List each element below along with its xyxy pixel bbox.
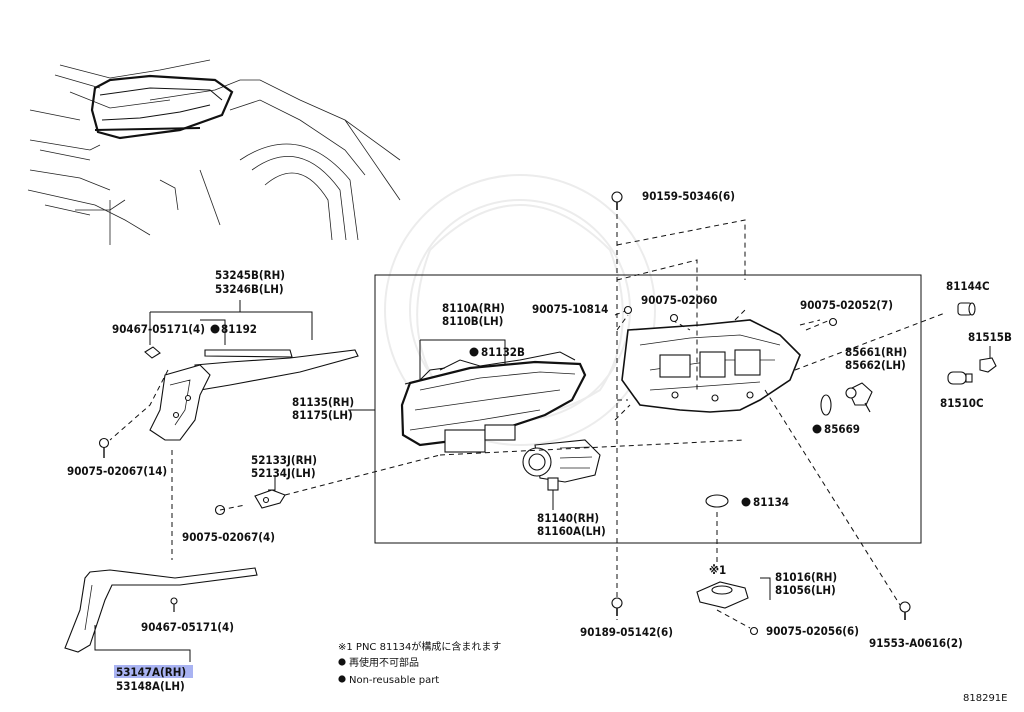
label-90075-02060[interactable]: 90075-02060 [641,293,717,307]
label-81016[interactable]: 81016(RH) [775,570,837,584]
ballast-81016 [696,577,771,609]
legend-nonreusable-jp: 再使用不可部品 [349,656,419,669]
label-81144c[interactable]: 81144C [946,279,990,293]
label-81134[interactable]: 81134 [753,495,789,509]
label-81175[interactable]: 81175(LH) [292,408,353,422]
label-90189[interactable]: 90189-05142(6) [580,625,673,639]
label-85661[interactable]: 85661(RH) [845,345,907,359]
screws [611,191,911,636]
label-81056[interactable]: 81056(LH) [775,583,836,597]
bracket-53245b-group [98,300,359,560]
label-81132b[interactable]: 81132B [481,345,525,359]
label-90075-02052[interactable]: 90075-02052(7) [800,298,893,312]
part-labels: 53245B(RH) 53246B(LH) 90467-05171(4) 811… [67,189,1012,693]
gasket-85669 [820,394,832,416]
label-81140[interactable]: 81140(RH) [537,511,599,525]
label-53147a[interactable]: 53147A(RH) [116,665,186,679]
label-81510c[interactable]: 81510C [940,396,984,410]
gasket-81134 [705,494,729,508]
label-90075-02067-14[interactable]: 90075-02067(14) [67,464,167,478]
nonreusable-bullet [210,324,220,334]
headlamp-lens-assembly [400,339,587,453]
label-52134j[interactable]: 52134J(LH) [251,466,316,480]
label-90159[interactable]: 90159-50346(6) [642,189,735,203]
label-8110b[interactable]: 8110B(LH) [442,314,503,328]
label-90075-02056[interactable]: 90075-02056(6) [766,624,859,638]
bulb-85661 [845,382,873,413]
selected-part-highlight [114,665,193,678]
label-81515b[interactable]: 81515B [968,330,1012,344]
label-81135[interactable]: 81135(RH) [292,395,354,409]
label-90467-a[interactable]: 90467-05171(4) [112,322,205,336]
legend: ※1 PNC 81134が構成に含まれます 再使用不可部品 Non-reusab… [338,640,501,686]
socket-81144c [957,302,976,316]
label-8110a[interactable]: 8110A(RH) [442,301,505,315]
label-91553[interactable]: 91553-A0616(2) [869,636,963,650]
trim-53147a-group [64,567,258,662]
nonreusable-bullet [812,424,822,434]
nonreusable-bullet [741,497,751,507]
diagram-id: 818291E [963,693,1008,704]
legend-bullet [338,658,346,666]
legend-note-1: ※1 PNC 81134が構成に含まれます [338,640,501,653]
headlamp-assembly-frame [374,274,922,544]
label-53245b[interactable]: 53245B(RH) [215,268,285,282]
label-85669[interactable]: 85669 [824,422,860,436]
bulb-81515b [979,346,997,373]
projector-module-81140 [522,439,601,510]
label-53246b[interactable]: 53246B(LH) [215,282,284,296]
label-53148a[interactable]: 53148A(LH) [116,679,185,693]
label-90467-b[interactable]: 90467-05171(4) [141,620,234,634]
legend-nonreusable-en: Non-reusable part [349,675,439,686]
note-mark: ※1 [709,563,726,577]
label-90075-10814[interactable]: 90075-10814 [532,302,608,316]
bracket-52133j-group [214,454,441,516]
vehicle-front-sketch [27,59,401,245]
bulb-81510c [947,371,973,385]
housing-81135 [621,319,801,413]
label-81192[interactable]: 81192 [221,322,257,336]
label-81160a[interactable]: 81160A(LH) [537,524,606,538]
label-90075-02067-4[interactable]: 90075-02067(4) [182,530,275,544]
label-52133j[interactable]: 52133J(RH) [251,453,317,467]
legend-bullet [338,675,346,683]
nonreusable-bullet [469,347,479,357]
label-85662[interactable]: 85662(LH) [845,358,906,372]
